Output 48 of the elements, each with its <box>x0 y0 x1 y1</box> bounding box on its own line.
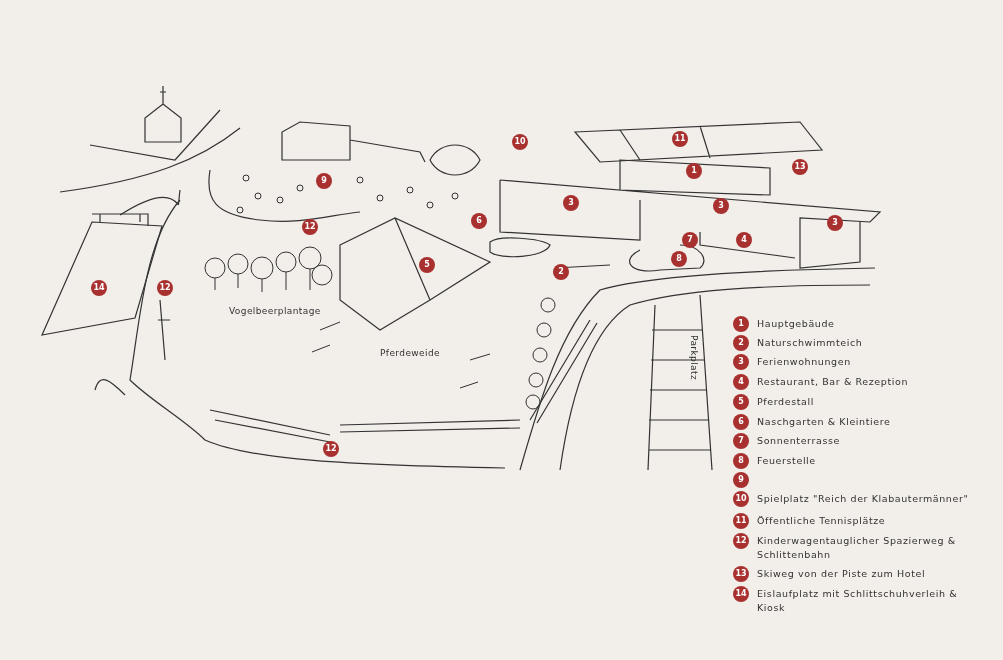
legend-number: 6 <box>733 414 749 430</box>
callout-number: 3 <box>563 195 579 211</box>
legend-text: Kinderwagentauglicher Spazierweg & Schlittenbahn <box>757 534 957 562</box>
legend-number: 5 <box>733 394 749 410</box>
legend-number: 2 <box>733 335 749 351</box>
legend-number: 9 <box>733 472 749 488</box>
callout-number: 4 <box>736 232 752 248</box>
legend-text: Sonnenterrasse <box>757 434 841 448</box>
legend-number: 10 <box>733 491 749 507</box>
callout-number: 3 <box>713 198 729 214</box>
legend-number: 4 <box>733 374 749 390</box>
legend-text: Naschgarten & Kleintiere <box>757 415 892 429</box>
legend-text: Pferdestall <box>757 395 815 409</box>
area-label: Pferdeweide <box>380 348 440 358</box>
legend-number: 13 <box>733 566 749 582</box>
callout-number: 1 <box>686 163 702 179</box>
legend-number: 7 <box>733 433 749 449</box>
legend-text: Restaurant, Bar & Rezeption <box>757 375 910 389</box>
legend-number: 1 <box>733 316 749 332</box>
legend-text: Eislaufplatz mit Schlittschuhverleih & Kiosk <box>757 587 959 615</box>
legend-text: Spielplatz "Reich der Klabautermänner" <box>757 492 970 506</box>
area-label: Vogelbeerplantage <box>229 306 321 316</box>
legend-number: 12 <box>733 533 749 549</box>
legend-number: 11 <box>733 513 749 529</box>
callout-number: 14 <box>91 280 107 296</box>
callout-number: 12 <box>323 441 339 457</box>
callout-number: 6 <box>471 213 487 229</box>
callout-number: 12 <box>157 280 173 296</box>
callout-number: 12 <box>302 219 318 235</box>
callout-number: 13 <box>792 159 808 175</box>
legend-text: Ferienwohnungen <box>757 355 852 369</box>
callout-number: 5 <box>419 257 435 273</box>
callout-number: 3 <box>827 215 843 231</box>
callout-number: 9 <box>316 173 332 189</box>
legend-number: 8 <box>733 453 749 469</box>
callout-number: 8 <box>671 251 687 267</box>
area-label: Parkplatz <box>689 335 699 381</box>
callout-number: 10 <box>512 134 528 150</box>
callout-number: 11 <box>672 131 688 147</box>
legend-text: Hauptgebäude <box>757 317 836 331</box>
callout-number: 7 <box>682 232 698 248</box>
callout-number: 2 <box>553 264 569 280</box>
legend-number: 14 <box>733 586 749 602</box>
legend-text: Naturschwimmteich <box>757 336 864 350</box>
legend-number: 3 <box>733 354 749 370</box>
legend-text: Skiweg von der Piste zum Hotel <box>757 567 927 581</box>
legend-text: Öffentliche Tennisplätze <box>757 514 887 528</box>
legend-text: Feuerstelle <box>757 454 817 468</box>
